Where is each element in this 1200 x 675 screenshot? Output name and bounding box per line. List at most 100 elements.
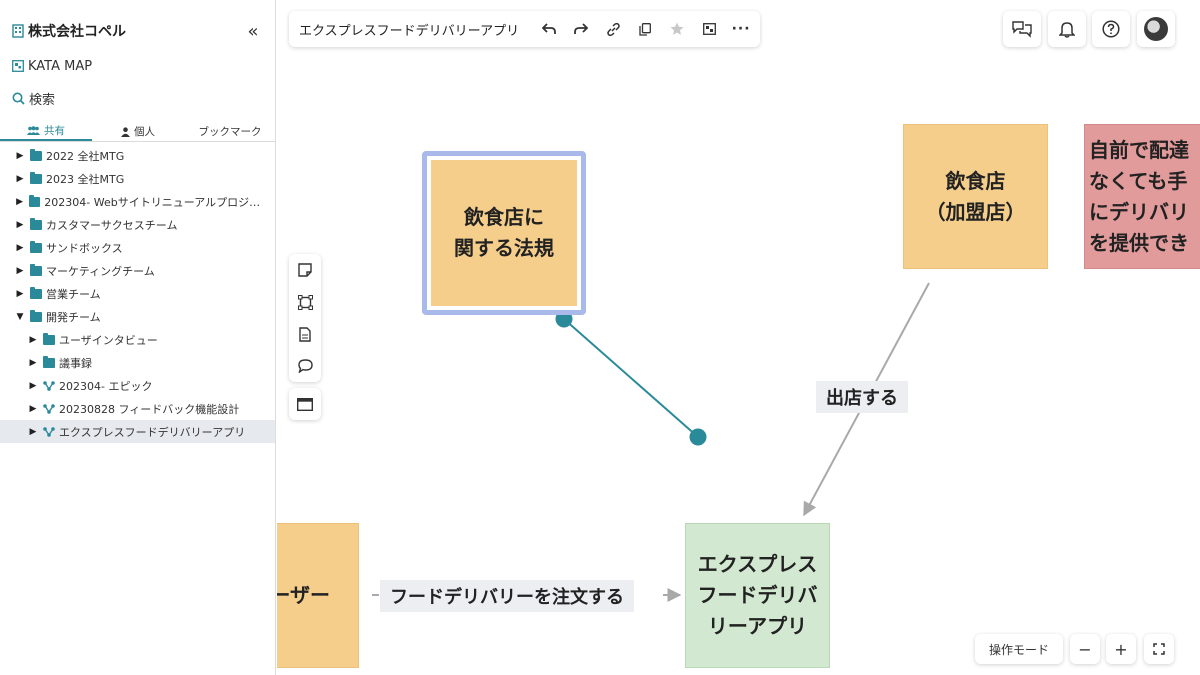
person-icon (121, 126, 130, 137)
tree-item[interactable]: ▶ カスタマーサクセスチーム (0, 213, 275, 236)
document-tool[interactable] (289, 318, 321, 350)
caret-right-icon[interactable]: ▶ (29, 334, 37, 345)
caret-right-icon[interactable]: ▶ (29, 426, 37, 437)
link-icon (606, 22, 620, 36)
tree-item[interactable]: ▶ 202304- Webサイトリニューアルプロジェクト (0, 190, 275, 213)
collapse-sidebar-button[interactable]: « (242, 20, 264, 42)
window-icon (297, 397, 313, 411)
zoom-in-button[interactable]: + (1106, 634, 1136, 664)
caret-right-icon[interactable]: ▶ (29, 403, 37, 414)
map-title[interactable]: エクスプレスフードデリバリーアプリ (299, 23, 520, 39)
copy-link-button[interactable] (597, 15, 629, 43)
sticky-restaurant[interactable]: 飲食店 （加盟店） (903, 124, 1048, 269)
double-chevron-left-icon: « (247, 20, 259, 42)
caret-right-icon[interactable]: ▶ (29, 357, 37, 368)
nav-search-label: 検索 (29, 92, 56, 108)
team-icon (27, 126, 40, 135)
redo-button[interactable] (565, 15, 597, 43)
sticky-app[interactable]: エクスプレス フードデリバ リーアプリ (685, 523, 830, 668)
map-node-icon (43, 380, 55, 391)
tree-item-selected[interactable]: ▶ エクスプレスフードデリバリーアプリ (0, 420, 275, 443)
caret-right-icon[interactable]: ▶ (16, 288, 24, 299)
sidebar-tabs: 共有 個人 ブックマーク (0, 122, 276, 142)
tree-item-label: 営業チーム (46, 287, 101, 301)
sticky-user[interactable]: ーザー (277, 523, 359, 668)
user-avatar-button[interactable] (1137, 11, 1175, 47)
chat-icon (1012, 21, 1032, 38)
nav-kata-map-label: KATA MAP (28, 58, 93, 74)
tree-item-label: サンドボックス (46, 241, 123, 255)
tab-shared[interactable]: 共有 (0, 122, 92, 141)
tab-bookmark-label: ブックマーク (198, 126, 262, 138)
bookmark-star-button[interactable] (661, 15, 693, 43)
copy-icon (639, 22, 652, 36)
org-name: 株式会社コペル (28, 24, 126, 40)
star-icon (670, 22, 684, 35)
tab-personal[interactable]: 個人 (92, 122, 184, 141)
more-icon: ··· (731, 21, 751, 37)
tree-item[interactable]: ▶ 2022 全社MTG (0, 144, 275, 167)
folder-icon (43, 355, 55, 368)
fullscreen-button[interactable] (1144, 634, 1174, 664)
qr-code-button[interactable] (693, 15, 725, 43)
shared-folder-icon (30, 217, 42, 230)
tree-item-label: マーケティングチーム (46, 264, 155, 278)
tree-item[interactable]: ▶ 20230828 フィードバック機能設計 (0, 397, 275, 420)
notifications-button[interactable] (1048, 11, 1086, 47)
caret-right-icon[interactable]: ▶ (16, 173, 24, 184)
more-button[interactable]: ··· (725, 15, 757, 43)
tree-item[interactable]: ▶ 営業チーム (0, 282, 275, 305)
edge-label-order[interactable]: フードデリバリーを注文する (380, 580, 634, 612)
map-node-icon (43, 403, 55, 414)
tree-item[interactable]: ▼ 開発チーム (0, 305, 275, 328)
tree-item[interactable]: ▶ 議事録 (0, 351, 275, 374)
tree-item[interactable]: ▶ サンドボックス (0, 236, 275, 259)
help-button[interactable] (1092, 11, 1130, 47)
sticky-law[interactable]: 飲食店に 関する法規 (431, 160, 577, 306)
shared-folder-icon (30, 263, 42, 276)
embed-tool[interactable] (289, 388, 321, 420)
selected-connector-line[interactable] (563, 318, 699, 438)
nav-search[interactable]: 検索 (12, 88, 55, 108)
sticky-note-tool[interactable] (289, 254, 321, 286)
undo-button[interactable] (533, 15, 565, 43)
caret-right-icon[interactable]: ▶ (29, 380, 37, 391)
duplicate-button[interactable] (629, 15, 661, 43)
fullscreen-icon (1153, 643, 1165, 655)
operation-mode-button[interactable]: 操作モード (975, 634, 1063, 664)
org-header: 株式会社コペル « (12, 20, 264, 42)
sticky-self-delivery[interactable]: 自前で配達 なくても手 にデリバリ を提供でき (1084, 124, 1200, 269)
tree-item[interactable]: ▶ 202304- エピック (0, 374, 275, 397)
caret-right-icon[interactable]: ▶ (16, 242, 24, 253)
tree-item[interactable]: ▶ 2023 全社MTG (0, 167, 275, 190)
edge-label-open-store[interactable]: 出店する (816, 381, 908, 413)
sidebar: 株式会社コペル « KATA MAP 検索 共有 (0, 0, 276, 675)
zoom-out-button[interactable]: − (1070, 634, 1100, 664)
frame-icon (297, 294, 313, 310)
tree-item[interactable]: ▶ ユーザインタビュー (0, 328, 275, 351)
connector-handle-end[interactable] (689, 428, 707, 446)
comment-tool[interactable] (289, 350, 321, 382)
nav-kata-map[interactable]: KATA MAP (12, 56, 92, 76)
shared-folder-icon (30, 171, 42, 184)
tree-item[interactable]: ▶ マーケティングチーム (0, 259, 275, 282)
caret-down-icon[interactable]: ▼ (16, 311, 24, 322)
tab-personal-label: 個人 (134, 126, 155, 138)
creation-tools (289, 254, 321, 382)
undo-icon (542, 23, 556, 34)
qr-icon (702, 23, 716, 35)
frame-tool[interactable] (289, 286, 321, 318)
shared-folder-icon (30, 148, 42, 161)
comments-button[interactable] (1003, 11, 1041, 47)
caret-right-icon[interactable]: ▶ (16, 219, 24, 230)
building-icon (12, 24, 24, 38)
caret-right-icon[interactable]: ▶ (16, 150, 24, 161)
tree-item-label: 議事録 (59, 356, 92, 370)
tab-bookmark[interactable]: ブックマーク (184, 122, 276, 141)
map-icon (12, 60, 24, 72)
map-canvas[interactable]: 飲食店に 関する法規 飲食店 （加盟店） 自前で配達 なくても手 にデリバリ を… (277, 0, 1200, 675)
caret-right-icon[interactable]: ▶ (16, 265, 24, 276)
caret-right-icon[interactable]: ▶ (16, 196, 24, 207)
redo-icon (574, 23, 589, 34)
shared-folder-icon (29, 194, 41, 207)
